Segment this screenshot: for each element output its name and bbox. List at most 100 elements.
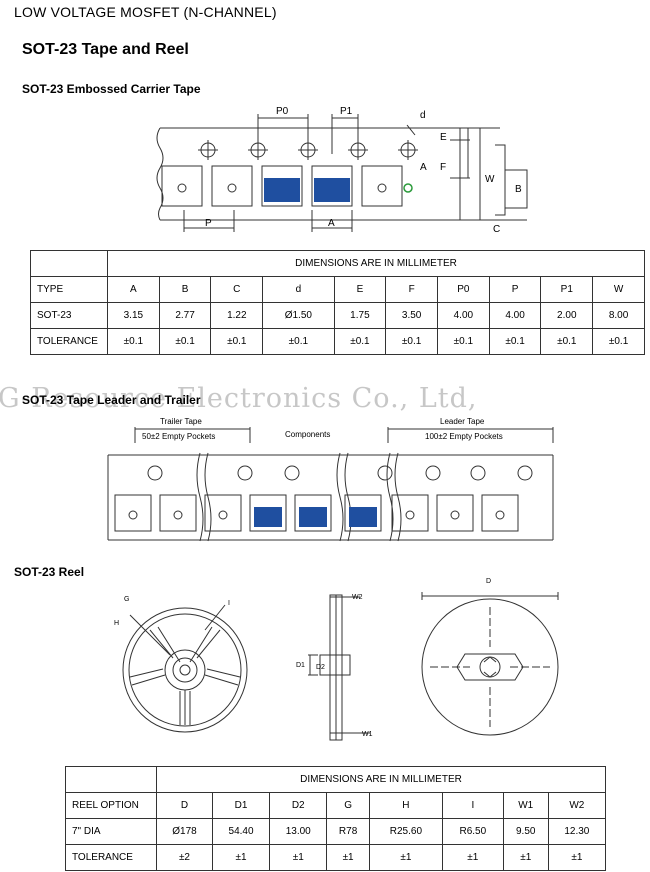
table-cell: R78 — [326, 818, 370, 845]
table-header-cell: P1 — [540, 276, 594, 303]
label-a-side: A — [420, 162, 427, 173]
table-cell: 54.40 — [211, 818, 271, 845]
table-cell: ±1 — [326, 844, 370, 871]
table-header-cell: REEL OPTION — [65, 792, 157, 819]
label-d1: D1 — [296, 662, 305, 669]
component-chip — [264, 178, 300, 202]
table-cell: 9.50 — [502, 818, 549, 845]
table-cell: ±1 — [547, 844, 607, 871]
reel-table-caption: DIMENSIONS ARE IN MILLIMETER — [156, 766, 606, 793]
table-cell: 2.77 — [158, 302, 212, 329]
table-header-cell: d — [262, 276, 335, 303]
leader-sub: 100±2 Empty Pockets — [425, 432, 503, 441]
table-header-cell: W — [592, 276, 645, 303]
label-d: D — [486, 578, 491, 585]
table-header-cell: G — [326, 792, 370, 819]
table-cell: 3.50 — [385, 302, 438, 329]
component-chip — [314, 178, 350, 202]
components-label: Components — [285, 430, 330, 439]
table-cell: 3.15 — [107, 302, 160, 329]
label-e: E — [440, 132, 447, 143]
table-header-cell: TYPE — [30, 276, 108, 303]
table-cell: 1.22 — [210, 302, 264, 329]
table-cell: Ø178 — [156, 818, 213, 845]
component-chip — [299, 507, 327, 527]
table-header-cell: F — [385, 276, 438, 303]
table-cell: 8.00 — [592, 302, 645, 329]
table-cell: Ø1.50 — [262, 302, 335, 329]
table-header-cell: H — [368, 792, 443, 819]
table-header-cell: W1 — [502, 792, 549, 819]
table-cell: ±2 — [156, 844, 213, 871]
label-b: B — [515, 184, 522, 195]
table-cell: ±0.1 — [488, 328, 542, 355]
table-cell: ±1 — [211, 844, 271, 871]
table-header-cell: W2 — [547, 792, 607, 819]
table-cell: ±1 — [441, 844, 504, 871]
table-cell: 2.00 — [540, 302, 594, 329]
table-header-cell: B — [158, 276, 212, 303]
watermark: G-Resource Electronics Co., Ltd, — [0, 383, 478, 414]
table-cell: ±0.1 — [333, 328, 387, 355]
reel-dimensions-table: DIMENSIONS ARE IN MILLIMETER REEL OPTION… — [65, 766, 607, 871]
label-a: A — [328, 218, 335, 229]
table-cell: 7" DIA — [65, 818, 157, 845]
label-f: F — [440, 162, 446, 173]
table-header-cell: I — [441, 792, 504, 819]
table-cell: R6.50 — [441, 818, 504, 845]
table-cell: 1.75 — [333, 302, 387, 329]
label-w2: W2 — [352, 594, 363, 601]
table-cell: 12.30 — [547, 818, 607, 845]
table-cell: ±0.1 — [262, 328, 335, 355]
label-h: H — [114, 620, 119, 627]
label-w: W — [485, 174, 495, 185]
table-header-cell: D2 — [269, 792, 328, 819]
leader-trailer-diagram: Trailer Tape 50±2 Empty Pockets Componen… — [107, 417, 554, 542]
table-cell: ±0.1 — [107, 328, 160, 355]
table-header-cell: D — [156, 792, 213, 819]
label-d2: D2 — [316, 664, 325, 671]
table-cell: ±0.1 — [592, 328, 645, 355]
table-cell: ±0.1 — [158, 328, 212, 355]
label-p: P — [205, 218, 212, 229]
label-g: G — [124, 596, 129, 603]
trailer-label: Trailer Tape — [160, 417, 202, 426]
table-cell: TOLERANCE — [65, 844, 157, 871]
reel-back-diagram: D — [421, 578, 559, 736]
table-cell: ±1 — [502, 844, 549, 871]
label-i: I — [228, 600, 230, 607]
table-cell: SOT-23 — [30, 302, 108, 329]
table-header-cell: D1 — [211, 792, 271, 819]
table-cell: ±0.1 — [436, 328, 490, 355]
table-cell: ±1 — [269, 844, 328, 871]
trailer-sub: 50±2 Empty Pockets — [142, 432, 215, 441]
table-header-cell: A — [107, 276, 160, 303]
reel-front-diagram: G H I — [114, 596, 248, 733]
document-header: LOW VOLTAGE MOSFET (N-CHANNEL) — [14, 4, 277, 20]
label-p0: P0 — [276, 106, 289, 117]
table-cell: 13.00 — [269, 818, 328, 845]
label-p1: P1 — [340, 106, 353, 117]
table-header-cell: C — [210, 276, 264, 303]
reel-heading: SOT-23 Reel — [14, 565, 85, 579]
carrier-tape-diagram: P0 P1 d E F W A P A B C — [156, 106, 528, 235]
table-header-cell: P — [488, 276, 542, 303]
table-cell: TOLERANCE — [30, 328, 108, 355]
leader-trailer-heading: SOT-23 Tape Leader and Trailer — [22, 393, 201, 407]
page-title: SOT-23 Tape and Reel — [22, 41, 189, 58]
component-chip — [254, 507, 282, 527]
label-c: C — [493, 224, 500, 235]
tape-table-caption: DIMENSIONS ARE IN MILLIMETER — [107, 250, 645, 277]
table-header-cell: E — [333, 276, 387, 303]
leader-label: Leader Tape — [440, 417, 485, 426]
table-cell: R25.60 — [368, 818, 443, 845]
table-cell: 4.00 — [436, 302, 490, 329]
carrier-tape-heading: SOT-23 Embossed Carrier Tape — [22, 82, 201, 96]
table-cell: ±0.1 — [540, 328, 594, 355]
table-cell: ±0.1 — [210, 328, 264, 355]
label-w1: W1 — [362, 731, 373, 738]
table-header-cell: P0 — [436, 276, 490, 303]
component-chip — [349, 507, 377, 527]
table-cell: 4.00 — [488, 302, 542, 329]
